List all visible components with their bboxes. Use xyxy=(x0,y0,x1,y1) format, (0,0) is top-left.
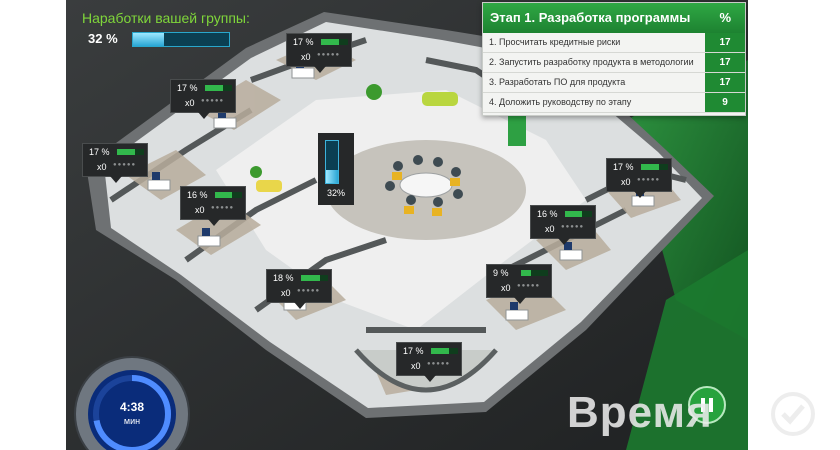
room-rating-dots: ●●●●● xyxy=(637,177,661,183)
meeting-people xyxy=(385,155,463,207)
room-progress-bar xyxy=(117,149,144,155)
room-rating-dots: ●●●●● xyxy=(211,205,235,211)
room-rating-dots: ●●●●● xyxy=(427,361,451,367)
task-label: 3. Разработать ПО для продукта xyxy=(489,77,626,87)
room-label[interactable]: 17 % x0 ●●●●● xyxy=(606,158,672,198)
room-rating-dots: ●●●●● xyxy=(317,52,341,58)
task-label: 1. Просчитать кредитные риски xyxy=(489,37,621,47)
task-row[interactable]: 1. Просчитать кредитные риски 17 xyxy=(483,33,745,53)
room-count: x0 xyxy=(97,162,107,172)
room-label[interactable]: 17 % x0 ●●●●● xyxy=(82,143,148,183)
room-progress-bar xyxy=(521,270,548,276)
room-percent: 16 % xyxy=(537,209,558,219)
room-progress-fill xyxy=(431,348,450,354)
room-count: x0 xyxy=(301,52,311,62)
room-label[interactable]: 17 % x0 ●●●●● xyxy=(286,33,352,73)
stage-title: Этап 1. Разработка программы xyxy=(490,10,691,25)
task-label: 2. Запустить разработку продукта в метод… xyxy=(489,57,694,67)
group-progress-fill xyxy=(133,33,164,46)
room-percent: 17 % xyxy=(613,162,634,172)
room-label[interactable]: 9 % x0 ●●●●● xyxy=(486,264,552,304)
task-value: 17 xyxy=(705,53,745,72)
room-count: x0 xyxy=(501,283,511,293)
task-value: 9 xyxy=(705,93,745,112)
task-value: 17 xyxy=(705,33,745,52)
room-count: x0 xyxy=(545,224,555,234)
task-label: 4. Доложить руководству по этапу xyxy=(489,97,632,107)
room-count: x0 xyxy=(411,361,421,371)
room-progress-bar xyxy=(431,348,458,354)
room-rating-dots: ●●●●● xyxy=(561,224,585,230)
group-progress-bar xyxy=(132,32,230,47)
room-percent: 17 % xyxy=(89,147,110,157)
room-label[interactable]: 18 % x0 ●●●●● xyxy=(266,269,332,309)
pause-icon xyxy=(709,398,713,412)
central-progress: 32% xyxy=(318,133,354,205)
room-count: x0 xyxy=(185,98,195,108)
room-progress-fill xyxy=(215,192,233,198)
timer-time: 4:38 xyxy=(119,400,145,414)
room-count: x0 xyxy=(195,205,205,215)
room-rating-dots: ●●●●● xyxy=(297,288,321,294)
sofa xyxy=(422,92,458,106)
room-percent: 16 % xyxy=(187,190,208,200)
pause-button[interactable] xyxy=(688,386,726,424)
pause-icon xyxy=(701,398,705,412)
central-progress-fill xyxy=(326,169,338,183)
room-label[interactable]: 16 % x0 ●●●●● xyxy=(180,186,246,226)
room-label[interactable]: 16 % x0 ●●●●● xyxy=(530,205,596,245)
room-percent: 18 % xyxy=(273,273,294,283)
room-count: x0 xyxy=(621,177,631,187)
timer: 4:38 мин xyxy=(76,358,188,450)
sofa xyxy=(256,180,282,192)
room-rating-dots: ●●●●● xyxy=(517,283,541,289)
room-progress-bar xyxy=(641,164,668,170)
timer-arc xyxy=(93,375,171,450)
room-progress-fill xyxy=(205,85,224,91)
room-rating-dots: ●●●●● xyxy=(201,98,225,104)
room-progress-fill xyxy=(301,275,321,281)
room-progress-bar xyxy=(205,85,232,91)
room-label[interactable]: 17 % x0 ●●●●● xyxy=(396,342,462,382)
stage-percent-header: % xyxy=(719,10,731,25)
room-label[interactable]: 17 % x0 ●●●●● xyxy=(170,79,236,119)
room-progress-fill xyxy=(641,164,660,170)
group-progress-percent: 32 % xyxy=(88,31,118,46)
task-row[interactable]: 3. Разработать ПО для продукта 17 xyxy=(483,73,745,93)
room-count: x0 xyxy=(281,288,291,298)
central-progress-track xyxy=(325,140,339,184)
room-percent: 17 % xyxy=(403,346,424,356)
room-progress-bar xyxy=(565,211,592,217)
room-rating-dots: ●●●●● xyxy=(113,162,137,168)
central-progress-label: 32% xyxy=(326,188,345,198)
room-progress-bar xyxy=(321,39,348,45)
meeting-table xyxy=(399,172,453,198)
room-percent: 9 % xyxy=(493,268,509,278)
room-progress-fill xyxy=(565,211,583,217)
room-progress-bar xyxy=(215,192,242,198)
room-progress-bar xyxy=(301,275,328,281)
task-row[interactable]: 4. Доложить руководству по этапу 9 xyxy=(483,93,745,113)
meeting-chairs xyxy=(392,172,460,216)
stage-panel: Этап 1. Разработка программы % 1. Просчи… xyxy=(482,2,746,116)
room-percent: 17 % xyxy=(177,83,198,93)
check-icon xyxy=(771,392,815,436)
room-progress-fill xyxy=(521,270,531,276)
room-percent: 17 % xyxy=(293,37,314,47)
room-progress-fill xyxy=(321,39,340,45)
group-progress-title: Наработки вашей группы: xyxy=(82,10,250,26)
game-stage: Наработки вашей группы: 32 % Этап 1. Раз… xyxy=(66,0,748,450)
task-row[interactable]: 2. Запустить разработку продукта в метод… xyxy=(483,53,745,73)
stage-panel-header: Этап 1. Разработка программы % xyxy=(483,3,745,33)
room-progress-fill xyxy=(117,149,136,155)
timer-unit: мин xyxy=(123,416,141,426)
timer-ring xyxy=(88,370,176,450)
green-pillar xyxy=(508,110,526,146)
task-value: 17 xyxy=(705,73,745,92)
